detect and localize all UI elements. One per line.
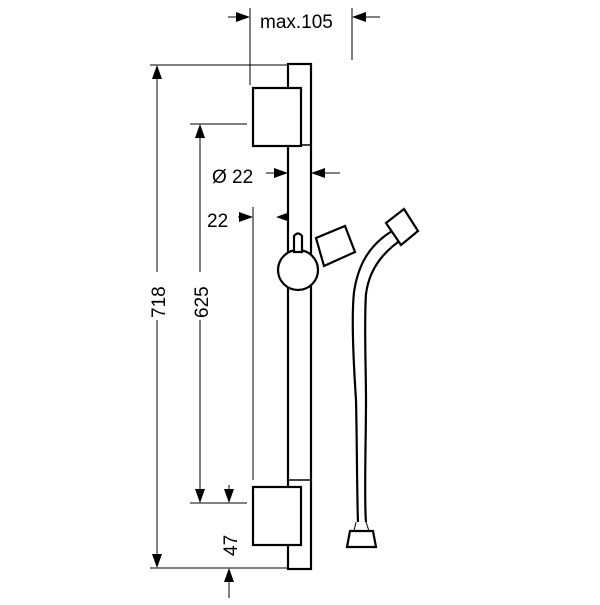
bracket-body [251,86,303,148]
max-reach-label: max.105 [260,12,333,33]
hose-bottom-fitting [345,529,378,549]
max-reach-dimension: max.105 [228,8,380,85]
label-gap [189,272,211,320]
arrow-left-icon [352,12,366,22]
top-wall-bracket [251,86,303,148]
diameter-label: Ø 22 [212,167,253,188]
arrow-down-icon [224,489,234,503]
arrow-up-icon [195,124,205,138]
arrow-right-icon [274,168,288,178]
arrow-left-icon [311,168,325,178]
shower-hose [345,207,420,549]
slider-with-holder [276,224,357,292]
arrow-up-icon [152,65,162,79]
diameter-dimension: Ø 22 [212,150,340,188]
arrow-right-icon [236,12,250,22]
slider-release-button [292,232,304,254]
arrow-left-icon [276,212,290,222]
rail-bar [286,62,313,571]
hose-inner-line [364,237,405,523]
arrow-down-icon [195,489,205,503]
offset-label: 22 [207,211,228,232]
total-height-dimension: 718 [146,64,310,569]
adjust-height-label: 625 [192,286,213,318]
offset-dimension: 22 [207,207,300,480]
hose-neck-left [353,521,357,532]
arrow-down-icon [152,554,162,568]
bottom-offset-dimension: 47 [221,485,242,598]
bracket-body [251,485,303,547]
arrow-up-icon [224,568,234,582]
total-height-label: 718 [149,286,170,318]
adjust-height-dimension: 625 [189,123,247,504]
hose-neck-right [365,521,370,532]
slider-knob [276,248,320,292]
hose-top-fitting [384,207,420,247]
bottom-wall-bracket [251,485,303,547]
holder-arm [314,224,357,268]
bottom-offset-label: 47 [221,535,242,556]
label-gap [146,272,168,320]
arrow-right-icon [239,212,253,222]
